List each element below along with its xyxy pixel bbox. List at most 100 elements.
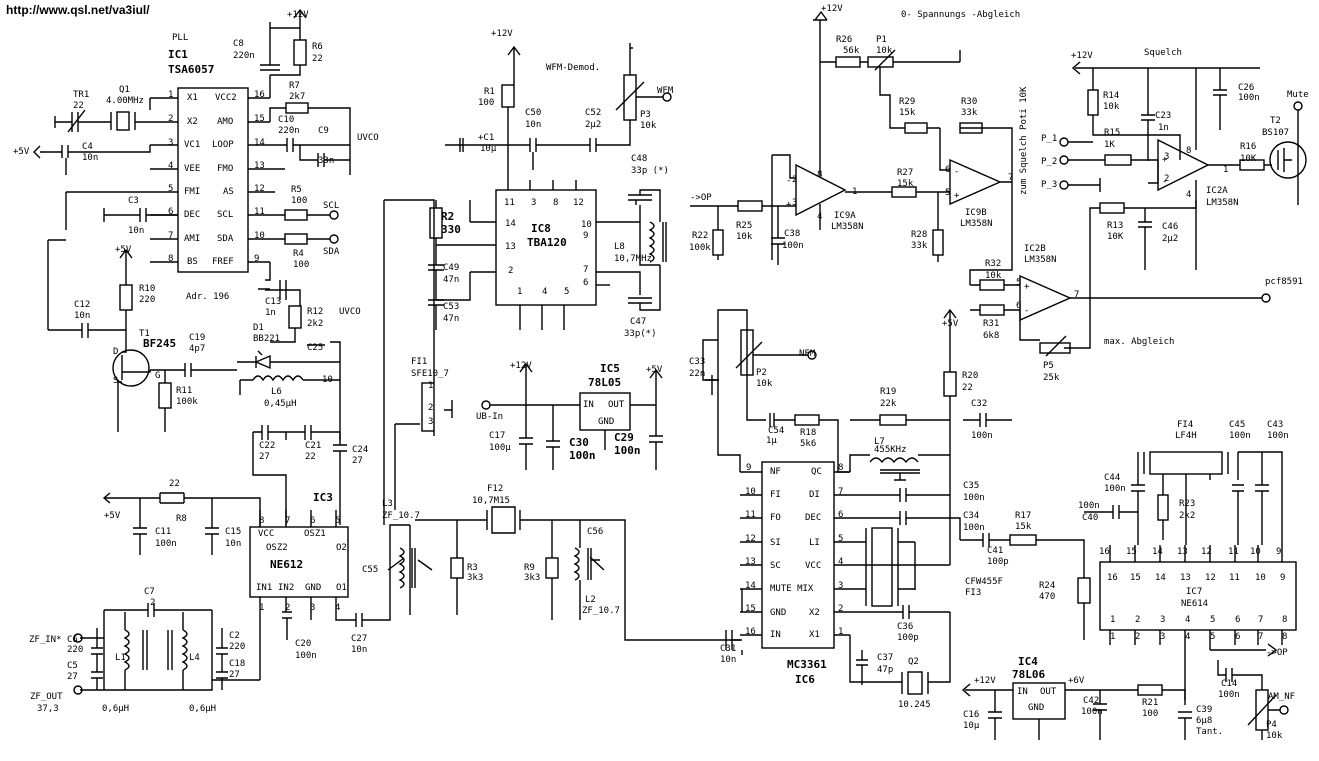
component-label: X2 [187, 117, 198, 127]
component-label: IN [770, 630, 781, 640]
component-label: DEC [805, 513, 821, 523]
vco-stage [47, 239, 347, 525]
if-filter-chain [383, 199, 742, 650]
component-label: 6 [1016, 301, 1021, 311]
component-label: S [113, 376, 118, 386]
component-label: +5V [942, 319, 959, 329]
component-label: 1 [259, 603, 264, 613]
component-label: +12V [287, 10, 309, 20]
component-label: O2 [336, 543, 347, 553]
svg-text:-: - [786, 176, 791, 186]
source-url[interactable]: http://www.qsl.net/va3iul/ [6, 3, 150, 17]
component-label: AMO [217, 117, 233, 127]
component-label: C53 [443, 302, 459, 312]
component-label: 10 [322, 375, 333, 385]
component-label: LM358N [1024, 255, 1057, 265]
component-label: C39 [1196, 705, 1212, 715]
component-label: R31 [983, 319, 999, 329]
component-label: C23 [1155, 111, 1171, 121]
component-label: 12 [573, 198, 584, 208]
component-label: OUT [608, 400, 625, 410]
component-label: 3 [310, 603, 315, 613]
component-label: 2 [150, 598, 155, 608]
component-label: 220 [67, 645, 83, 655]
component-label: 10μ [963, 721, 980, 731]
component-label: C50 [525, 108, 541, 118]
component-label: C19 [189, 333, 205, 343]
component-label: 10 [1250, 547, 1261, 557]
component-label: TR1 [73, 90, 89, 100]
header-strip [0, 0, 1319, 24]
component-label: R2 [441, 210, 454, 223]
component-label: 7 [168, 231, 173, 241]
component-label: 3 [1164, 152, 1169, 162]
component-label: L3 [382, 499, 393, 509]
component-label: VCC2 [215, 93, 237, 103]
component-label: PLL [172, 33, 188, 43]
component-label: NF [770, 467, 781, 477]
component-label: IC5 [600, 362, 620, 375]
component-label: pcf8591 [1265, 277, 1303, 287]
component-label: 6 [583, 278, 588, 288]
component-label: R23 [1179, 499, 1195, 509]
ic5-regulator [481, 362, 663, 470]
component-label: 2 [792, 175, 797, 185]
component-label: 6 [1235, 615, 1240, 625]
component-label: VCC [805, 561, 821, 571]
component-label: 10k [876, 46, 893, 56]
component-label: 7 [1074, 290, 1079, 300]
component-label: GND [598, 417, 614, 427]
component-label: 100 [478, 98, 494, 108]
ic7-ne614 [1077, 451, 1297, 740]
component-label: 220n [233, 51, 255, 61]
component-label: IN1 [256, 583, 272, 593]
component-label: P_3 [1041, 180, 1057, 190]
component-label: Q2 [908, 657, 919, 667]
component-label: 12 [1201, 547, 1212, 557]
component-label: GND [770, 608, 786, 618]
component-label: +6V [1068, 676, 1085, 686]
component-label: 1K [1104, 140, 1115, 150]
component-label: C40 [1082, 513, 1098, 523]
component-label: 6 [310, 516, 315, 526]
component-label: 2k2 [307, 319, 323, 329]
component-label: 4 [1185, 615, 1190, 625]
component-label: CFW455F [965, 577, 1003, 587]
component-label: P3 [640, 110, 651, 120]
component-label: C35 [963, 481, 979, 491]
component-label: +5V [115, 245, 132, 255]
component-label: 13 [1180, 573, 1191, 583]
component-label: 78L06 [1012, 668, 1045, 681]
component-label: 3 [838, 581, 843, 591]
component-label: IC2A [1206, 186, 1228, 196]
component-label: C32 [971, 399, 987, 409]
component-label: 2 [285, 603, 290, 613]
component-label: LOOP [212, 140, 234, 150]
component-label: R32 [985, 259, 1001, 269]
component-label: 10n [128, 226, 144, 236]
component-label: R8 [176, 514, 187, 524]
component-label: +12V [1071, 51, 1093, 61]
component-label: 100n [971, 431, 993, 441]
component-label: 2 [508, 266, 513, 276]
component-label: 1 [838, 627, 843, 637]
component-label: 1 [1110, 615, 1115, 625]
component-label: MUTE MIX [770, 584, 814, 594]
component-label: 100n [963, 493, 985, 503]
component-label: 7 [1258, 615, 1263, 625]
component-label: C36 [897, 622, 913, 632]
component-label: R1 [484, 87, 495, 97]
component-label: 15k [897, 179, 914, 189]
component-label: C24 [352, 445, 368, 455]
component-label: OUT [1040, 687, 1057, 697]
component-label: L7 [874, 437, 885, 447]
component-label: UVCO [357, 133, 379, 143]
component-label: 5 [1016, 278, 1021, 288]
component-label: DEC [184, 210, 200, 220]
component-label: 8 [1282, 615, 1287, 625]
svg-text:-: - [1162, 177, 1167, 187]
component-label: IC1 [168, 48, 188, 61]
component-label: P4 [1266, 720, 1277, 730]
component-label: 5 [335, 516, 340, 526]
